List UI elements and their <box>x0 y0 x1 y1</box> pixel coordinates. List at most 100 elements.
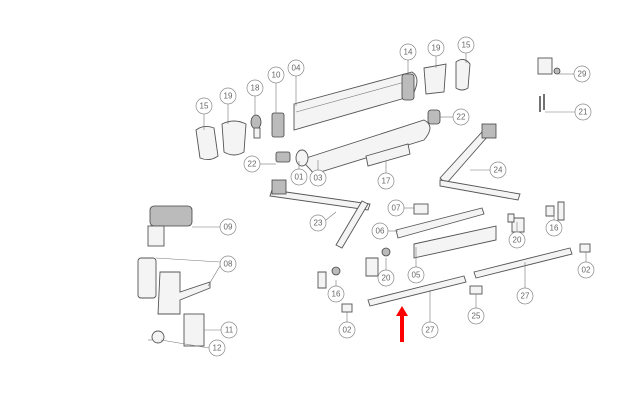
highlight-arrow-icon <box>396 306 408 342</box>
callout-label: 20 <box>382 274 391 283</box>
callout-label: 02 <box>582 266 591 275</box>
front-profile-17 <box>365 143 411 167</box>
callout-label: 14 <box>404 48 413 57</box>
callout-label: 23 <box>314 219 323 228</box>
arm-24 <box>439 123 521 201</box>
callout-label: 24 <box>494 166 503 175</box>
callout-label: 22 <box>248 160 257 169</box>
roller-cap-22-left <box>275 151 291 163</box>
callout-label: 27 <box>426 326 435 335</box>
callout: 14 <box>399 43 417 61</box>
bracket-16-right <box>545 201 565 221</box>
end-cover-right-19 <box>423 63 447 95</box>
callout-label: 15 <box>462 41 471 50</box>
panel-05 <box>413 225 497 259</box>
callout: 06 <box>371 222 389 240</box>
roller-cap-22-right <box>427 109 441 125</box>
callout-label: 09 <box>224 223 233 232</box>
callout: 04 <box>287 59 305 77</box>
callout: 15 <box>195 97 213 115</box>
callout: 21 <box>574 103 592 121</box>
callout: 16 <box>545 219 563 237</box>
callout: 23 <box>309 214 327 232</box>
callout: 29 <box>573 65 591 83</box>
arm-23 <box>269 179 371 249</box>
bracket-16-left <box>317 266 341 289</box>
callout: 05 <box>407 266 425 284</box>
callout: 12 <box>208 339 226 357</box>
fabric-03 <box>298 119 431 175</box>
callout: 19 <box>219 87 237 105</box>
callout: 10 <box>267 66 285 84</box>
callout: 20 <box>377 269 395 287</box>
motor-09 <box>147 205 193 247</box>
callout: 01 <box>290 168 308 186</box>
callout-label: 01 <box>295 173 304 182</box>
callout-label: 16 <box>550 224 559 233</box>
clip-25 <box>469 285 483 295</box>
callout-label: 25 <box>472 312 481 321</box>
callout: 02 <box>338 321 356 339</box>
leader-lines <box>155 53 587 349</box>
callout: 09 <box>219 218 237 236</box>
cassette-profile-04 <box>293 71 418 131</box>
callout-label: 02 <box>343 326 352 335</box>
callout-label: 18 <box>251 84 260 93</box>
callout-label: 05 <box>412 271 421 280</box>
bearing-18 <box>250 114 262 139</box>
bracket-14 <box>401 73 415 101</box>
callout: 17 <box>377 172 395 190</box>
callout: 24 <box>489 161 507 179</box>
callout: 19 <box>427 39 445 57</box>
callout: 16 <box>327 285 345 303</box>
callout-label: 21 <box>579 108 588 117</box>
callout-label: 20 <box>513 236 522 245</box>
callout-label: 10 <box>272 71 281 80</box>
callout-label: 15 <box>200 102 209 111</box>
end-piece-02-right <box>579 243 591 253</box>
clip-07 <box>413 203 429 215</box>
callout: 22 <box>452 108 470 126</box>
callout-label: 17 <box>382 177 391 186</box>
plug-12 <box>148 330 165 344</box>
callout-label: 06 <box>376 227 385 236</box>
spring-arm-27-left <box>367 275 467 307</box>
callout-label: 11 <box>225 326 234 335</box>
lead-bar-06 <box>395 207 485 239</box>
callout: 08 <box>219 255 237 273</box>
callout-label: 19 <box>432 44 441 53</box>
callout: 27 <box>421 321 439 339</box>
roller-tube-01 <box>295 149 309 167</box>
callout: 02 <box>577 261 595 279</box>
callout-label: 29 <box>578 70 587 79</box>
callout: 15 <box>457 36 475 54</box>
end-cover-left-19 <box>221 120 247 156</box>
callout-label: 27 <box>521 292 530 301</box>
end-piece-02-left <box>341 303 353 313</box>
callout: 22 <box>243 155 261 173</box>
callout: 27 <box>516 287 534 305</box>
battery-11 <box>183 313 205 347</box>
end-cap-left-15 <box>195 125 219 161</box>
callout-label: 03 <box>314 174 323 183</box>
screw-29 <box>537 57 561 75</box>
callout: 18 <box>246 79 264 97</box>
callout-label: 22 <box>457 113 466 122</box>
callout-label: 12 <box>213 344 222 353</box>
callout: 07 <box>387 199 405 217</box>
bracket-10 <box>271 112 285 138</box>
callout: 25 <box>467 307 485 325</box>
callout-label: 19 <box>224 92 233 101</box>
callout-label: 07 <box>392 204 401 213</box>
callout-label: 16 <box>332 290 341 299</box>
callout-label: 08 <box>224 260 233 269</box>
callout: 03 <box>309 169 327 187</box>
callout-label: 04 <box>292 64 301 73</box>
hook-21 <box>539 94 545 112</box>
cover-08 <box>137 257 211 315</box>
spring-arm-27-right <box>473 247 573 279</box>
bracket-20-right <box>507 213 525 233</box>
callout: 11 <box>220 321 238 339</box>
